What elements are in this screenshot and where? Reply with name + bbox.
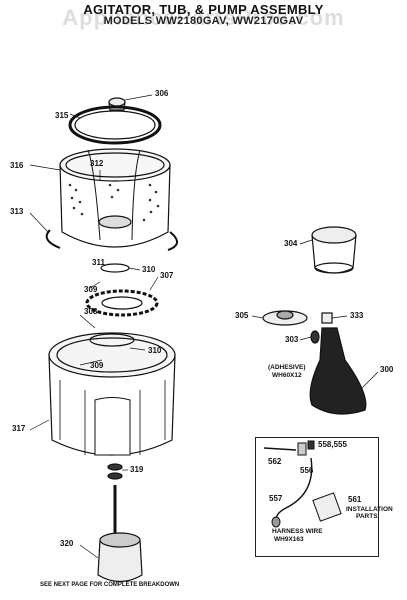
filter-part-304	[311, 226, 357, 274]
callout-313: 313	[10, 207, 24, 216]
callout-562: 562	[268, 457, 282, 466]
callout-305: 305	[235, 311, 249, 320]
pump-part-320	[97, 485, 143, 583]
harness-drawing	[263, 440, 342, 528]
installation-note-2: PARTS	[356, 513, 378, 520]
balance-ring-part-315	[68, 105, 162, 145]
cap-part-333	[321, 312, 333, 324]
callout-303: 303	[285, 335, 299, 344]
harness-wire-part-number: WH9X163	[274, 536, 304, 543]
adhesive-note: (ADHESIVE)	[268, 364, 306, 371]
harness-wire-label: HARNESS WIRE	[272, 528, 323, 535]
callout-561: 561	[348, 495, 362, 504]
callout-306: 306	[155, 89, 169, 98]
callout-319: 319	[130, 465, 144, 474]
seal-cover-part-305	[262, 310, 308, 326]
callout-556: 556	[300, 466, 314, 475]
callout-312: 312	[90, 159, 104, 168]
callout-309-lower: 309	[90, 361, 104, 370]
callout-317: 317	[12, 424, 26, 433]
callout-558-555: 558,555	[318, 440, 347, 449]
seal-part-307	[85, 289, 159, 317]
agitator-part-300	[309, 327, 367, 415]
wash-basket-part-316	[59, 148, 171, 248]
callout-315: 315	[55, 111, 69, 120]
coupling-part-319	[107, 463, 123, 480]
clip-part-313	[45, 229, 178, 251]
callout-316: 316	[10, 161, 24, 170]
callout-320: 320	[60, 539, 74, 548]
watermark: AppliancePartsPros.com	[62, 5, 345, 30]
callout-304: 304	[284, 239, 298, 248]
ring-part-311	[100, 263, 130, 273]
callout-333: 333	[350, 311, 364, 320]
footer-note: SEE NEXT PAGE FOR COMPLETE BREAKDOWN	[40, 582, 180, 588]
callout-300: 300	[380, 365, 394, 374]
diagram-subtitle: MODELS WW2180GAV, WW2170GAV	[103, 15, 304, 27]
harness-inset-box	[255, 437, 379, 557]
callout-310-upper: 310	[142, 265, 156, 274]
outer-tub-part-317	[48, 332, 176, 456]
washer-part-303	[310, 330, 320, 344]
installation-note: INSTALLATION	[346, 506, 393, 513]
callout-311: 311	[92, 258, 105, 267]
adhesive-part-number: WH60X12	[272, 372, 302, 379]
callout-308: 308	[84, 307, 98, 316]
callout-310-lower: 310	[148, 346, 162, 355]
callout-309-upper: 309	[84, 285, 98, 294]
callout-307: 307	[160, 271, 174, 280]
callout-leaders	[29, 94, 379, 559]
callout-557: 557	[269, 494, 283, 503]
diagram-title: AGITATOR, TUB, & PUMP ASSEMBLY	[83, 2, 324, 17]
